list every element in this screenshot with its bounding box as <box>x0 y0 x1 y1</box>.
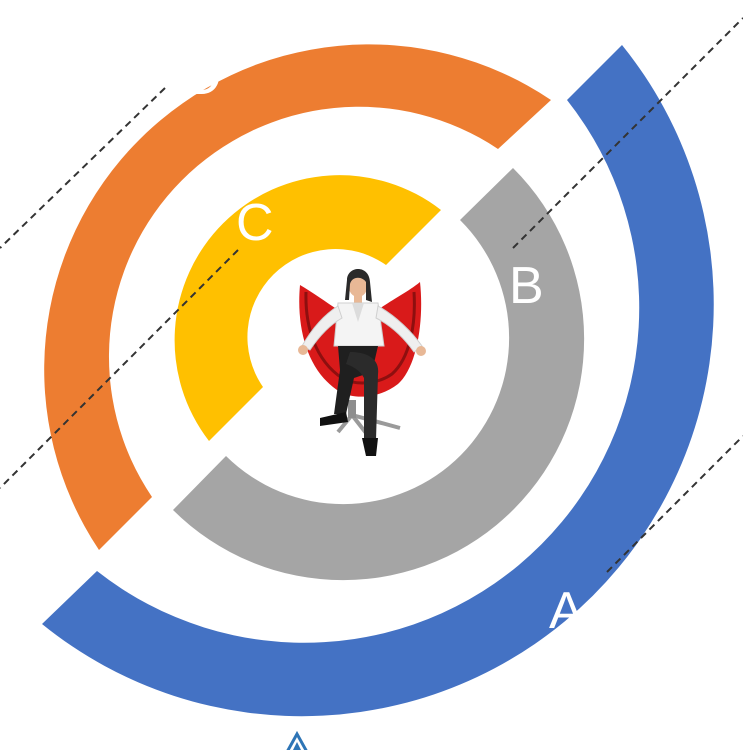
ring-d-label: D <box>184 48 222 106</box>
ring-a-arc <box>42 45 714 717</box>
businesswoman-in-red-chair-icon <box>298 269 426 456</box>
leader-line-d <box>0 87 166 249</box>
triangle-marker-icon <box>286 730 308 750</box>
ring-a-label: A <box>549 582 584 640</box>
ring-c-label: C <box>236 194 274 252</box>
leader-line-b <box>512 17 743 249</box>
leader-line-a <box>606 435 743 573</box>
leader-line-c <box>0 249 239 489</box>
ring-c-arc <box>174 175 441 441</box>
ring-b-arc <box>173 168 585 581</box>
ring-b-label: B <box>509 257 544 315</box>
ring-d-arc <box>44 44 551 550</box>
